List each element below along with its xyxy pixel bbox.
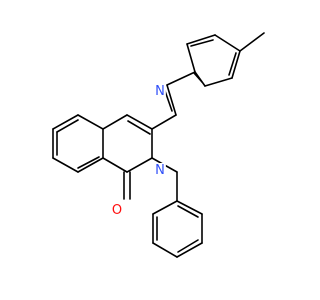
bond-ph3 — [152, 242, 178, 258]
bond-ar-inner-c — [193, 72, 203, 83]
bond-c5-c6 — [52, 157, 79, 173]
bond-ar1 — [186, 43, 196, 73]
bond-ph-inner-b — [177, 239, 199, 253]
bond-n3-c4 — [126, 157, 153, 173]
label-knockout — [154, 84, 166, 99]
molecule-canvas: N N O — [52, 32, 265, 258]
bond-ar2 — [186, 34, 216, 45]
bond-ar5 — [204, 77, 233, 87]
bond-c4-c4a — [102, 157, 128, 173]
bond-inner-b — [77, 156, 100, 169]
bond-layer — [52, 32, 265, 258]
bond-inner-a — [56, 119, 79, 133]
bond-ar4 — [231, 50, 241, 79]
bond-ar-inner-a — [190, 39, 214, 47]
bond-c4a-c5 — [77, 157, 104, 173]
bond-c8a-n1 — [102, 114, 128, 130]
bond-ph-inner-c — [177, 205, 199, 218]
atom-label-n1: N — [155, 84, 165, 99]
atom-label-o: O — [112, 203, 122, 218]
bond-c8a-c8 — [52, 114, 79, 130]
bond-ph4 — [176, 242, 203, 258]
bond-c8-c7 — [77, 114, 104, 130]
label-knockout — [154, 163, 166, 178]
atom-label-n3: N — [155, 163, 165, 178]
bond-ar-inner-b — [228, 52, 237, 76]
bond-n1-c2 — [126, 114, 153, 130]
bond-ar3 — [214, 34, 241, 52]
bond-cb-ar — [166, 71, 196, 86]
bond-ph6 — [176, 200, 203, 215]
bond-methyl — [239, 32, 265, 52]
molecule-diagram: N N O — [52, 32, 265, 258]
bond-c2-ca — [151, 114, 177, 130]
bond-ph1 — [152, 200, 178, 215]
label-knockout — [110, 203, 124, 218]
bond-ca-cb — [166, 84, 177, 116]
bond-n1-c2-double — [127, 120, 151, 135]
